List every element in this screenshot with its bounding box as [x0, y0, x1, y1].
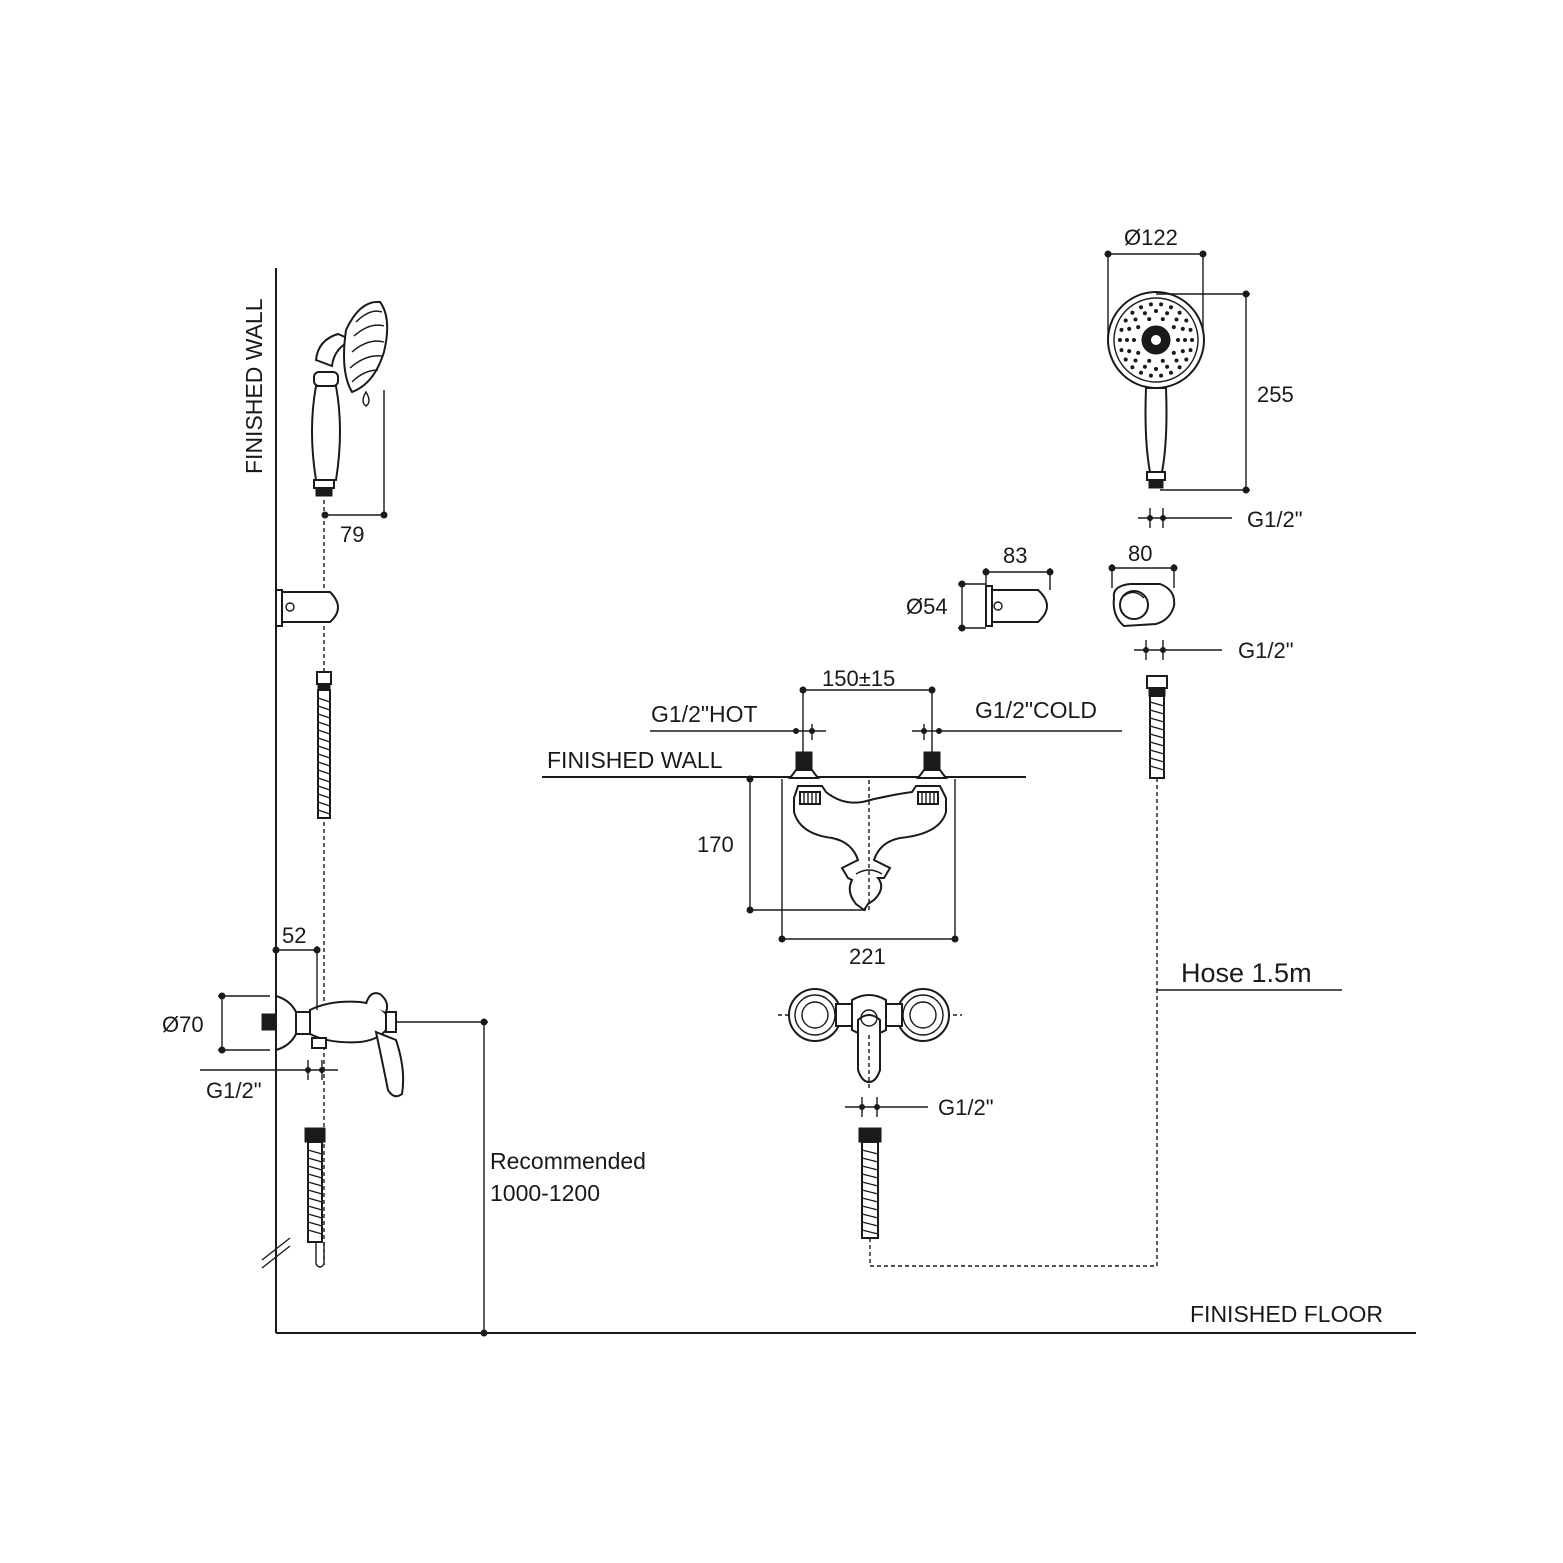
nozzle: [1160, 317, 1165, 322]
nozzle: [1133, 317, 1138, 322]
handshower-side-view: [311, 300, 389, 497]
hose-lower: [304, 1127, 326, 1268]
nozzle: [1180, 326, 1185, 331]
dim-inlet-centres: 150±15: [822, 666, 895, 691]
dim-handshower-diameter: Ø122: [1124, 225, 1178, 250]
dim-front-outlet-thread: G1/2": [938, 1095, 994, 1120]
nozzle: [1165, 364, 1170, 369]
nozzle: [1132, 338, 1136, 342]
dim-holder-thread: G1/2": [1238, 638, 1294, 663]
recommended-label: Recommended: [490, 1148, 646, 1174]
hose-route: [869, 988, 1158, 1267]
nozzle: [1142, 311, 1147, 316]
dim-wall-outlet-diameter: Ø54: [906, 594, 948, 619]
mixer-front-view: G1/2": [778, 988, 1158, 1267]
nozzle: [1174, 317, 1179, 322]
nozzle: [1176, 338, 1180, 342]
nozzle: [1177, 365, 1182, 370]
nozzle: [1127, 326, 1132, 331]
mixer-side-view: [261, 992, 405, 1098]
nozzle: [1139, 370, 1143, 375]
nozzle: [1147, 358, 1152, 363]
nozzle: [1119, 348, 1124, 353]
nozzle: [1169, 370, 1173, 375]
dim-mixer-outlet-thread: G1/2": [206, 1078, 262, 1103]
dim-handshower-length: 255: [1257, 382, 1294, 407]
wall-outlet-detail: 83 Ø54: [906, 543, 1054, 632]
nozzle: [1118, 338, 1122, 342]
nozzle: [1190, 338, 1194, 342]
hose-upper: [316, 671, 332, 819]
nozzle: [1148, 302, 1153, 307]
nozzle: [1139, 305, 1143, 310]
nozzle: [1136, 325, 1141, 330]
holder-detail: 80 G1/2": [1108, 541, 1294, 990]
dim-handshower-offset: 79: [340, 522, 364, 547]
dim-holder-width: 80: [1128, 541, 1152, 566]
nozzle: [1154, 367, 1158, 371]
nozzle: [1184, 357, 1189, 362]
nozzle: [1142, 364, 1147, 369]
handshower-front-view: Ø122 255 G1/2": [1104, 225, 1303, 532]
nozzle: [1183, 338, 1187, 342]
mixer-top-view: FINISHED WALL 150±15 G1/2"HOT G1/2"COLD: [542, 666, 1122, 969]
nozzle: [1136, 350, 1141, 355]
nozzle: [1169, 305, 1173, 310]
nozzle: [1123, 357, 1128, 362]
recommended-range: 1000-1200: [490, 1180, 600, 1206]
nozzle: [1171, 350, 1176, 355]
dim-mixer-projection: 52: [282, 923, 306, 948]
hose-length-label: Hose 1.5m: [1181, 958, 1312, 988]
nozzle: [1159, 373, 1164, 378]
dim-mixer-width: 221: [849, 944, 886, 969]
nozzle: [1171, 325, 1176, 330]
finished-wall-vertical-label: FINISHED WALL: [241, 298, 267, 474]
nozzle-pattern: [1118, 302, 1194, 378]
dim-wall-outlet-length: 83: [1003, 543, 1027, 568]
finished-floor-label: FINISHED FLOOR: [1190, 1301, 1383, 1327]
hot-inlet-label: G1/2"HOT: [651, 701, 758, 727]
nozzle: [1174, 358, 1179, 363]
nozzle: [1188, 348, 1193, 353]
side-view: FINISHED WALL FINISHED FLOOR 79: [162, 268, 1416, 1337]
nozzle: [1180, 349, 1185, 354]
nozzle: [1130, 365, 1135, 370]
nozzle: [1177, 310, 1182, 315]
nozzle: [1127, 349, 1132, 354]
nozzle: [1159, 302, 1164, 307]
nozzle: [1160, 358, 1165, 363]
nozzle: [1123, 318, 1128, 323]
dim-handshower-thread: G1/2": [1247, 507, 1303, 532]
nozzle: [1184, 318, 1189, 323]
nozzle: [1165, 311, 1170, 316]
nozzle: [1130, 310, 1135, 315]
finished-wall-horizontal-label: FINISHED WALL: [547, 747, 723, 773]
dim-escutcheon-diameter: Ø70: [162, 1012, 204, 1037]
nozzle: [1154, 309, 1158, 313]
nozzle: [1119, 327, 1124, 332]
nozzle: [1147, 317, 1152, 322]
wall-outlet-side-view: [275, 589, 339, 627]
nozzle: [1148, 373, 1153, 378]
nozzle: [1133, 358, 1138, 363]
wall-break-mark: [261, 1245, 291, 1269]
nozzle: [1125, 338, 1129, 342]
dim-mixer-depth: 170: [697, 832, 734, 857]
cold-inlet-label: G1/2"COLD: [975, 697, 1097, 723]
nozzle: [1188, 327, 1193, 332]
